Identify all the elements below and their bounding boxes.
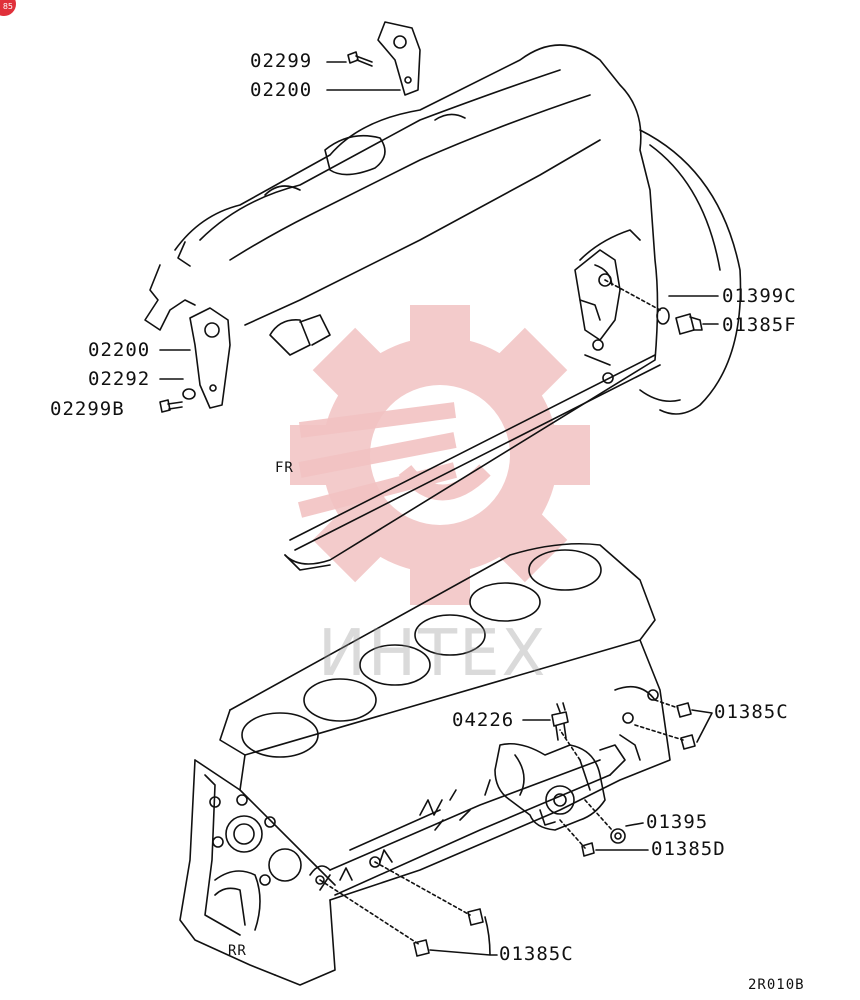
- watermark-text: ИНТЕХ: [318, 617, 548, 691]
- plug-01385C-right-upper: [676, 702, 692, 718]
- washer-02292: [182, 388, 196, 400]
- leader-01395: [625, 822, 644, 827]
- sensor-04226: [551, 702, 569, 741]
- washer-01395: [610, 828, 626, 844]
- label-04226: 04226: [452, 709, 515, 731]
- plug-01385C-bottom-lower: [413, 939, 430, 957]
- label-01385C-bottom: 01385C: [499, 943, 574, 965]
- plug-01385C-bottom-upper: [467, 908, 484, 926]
- bolt-02299B: [159, 399, 183, 413]
- label-01385C-right: 01385C: [714, 701, 789, 723]
- label-02292: 02292: [88, 368, 151, 390]
- label-02299B: 02299B: [50, 398, 125, 420]
- plug-01385F: [675, 313, 703, 335]
- leader-01385C-right: [691, 709, 713, 743]
- cylinder-block: [179, 543, 684, 986]
- bolt-02299: [347, 51, 373, 67]
- corner-badge: 85: [0, 0, 16, 16]
- label-fr: FR: [275, 460, 294, 476]
- plug-01385C-right-lower: [680, 734, 696, 750]
- label-01385D: 01385D: [651, 838, 726, 860]
- label-rr: RR: [228, 943, 247, 959]
- label-02200-left: 02200: [88, 339, 151, 361]
- leader-01399C-dashed: [604, 279, 661, 311]
- label-01385F: 01385F: [722, 314, 797, 336]
- drawing-code: 2R010B: [748, 977, 805, 993]
- label-01395: 01395: [646, 811, 709, 833]
- cylinder-head: [144, 44, 742, 571]
- top-bracket-02200: [377, 21, 421, 96]
- label-01399C: 01399C: [722, 285, 797, 307]
- oring-01399C: [656, 307, 670, 325]
- leader-01385C-bottom: [429, 916, 498, 956]
- label-02299: 02299: [250, 50, 313, 72]
- left-bracket-02200: [189, 307, 231, 409]
- label-02200-top: 02200: [250, 79, 313, 101]
- plug-01385D: [581, 842, 595, 857]
- corner-badge-text: 85: [2, 2, 13, 11]
